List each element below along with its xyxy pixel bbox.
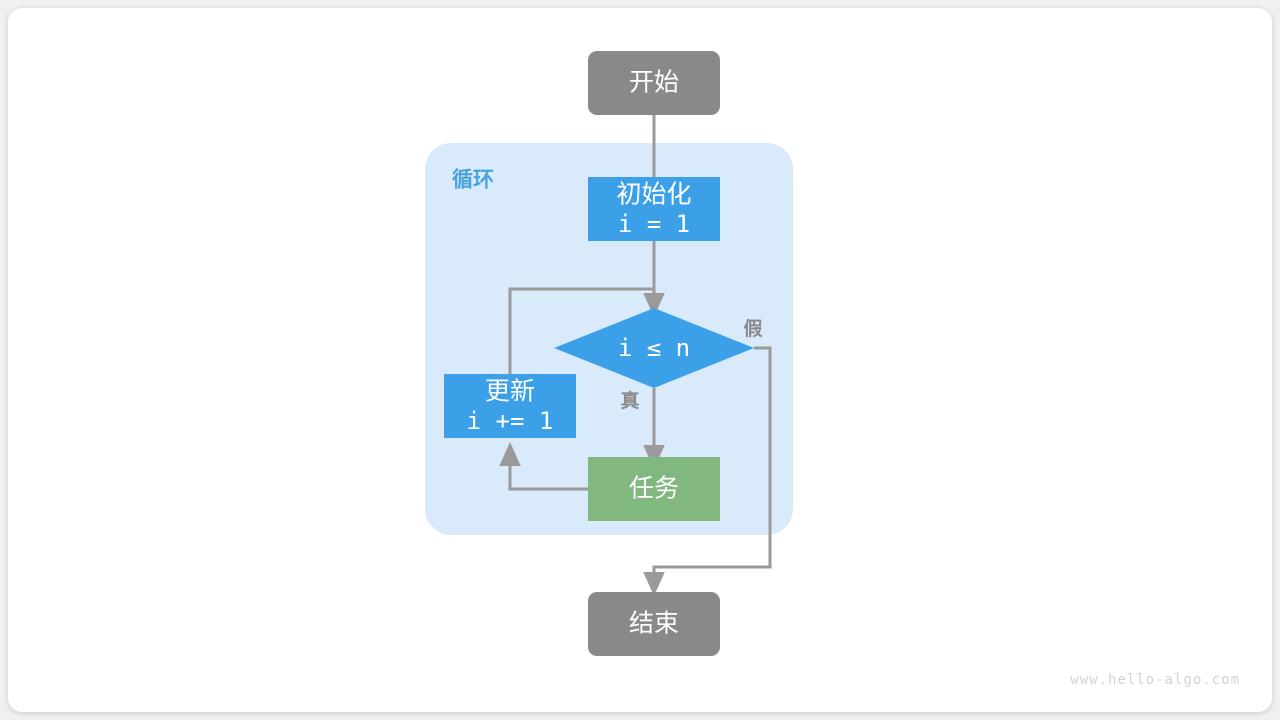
edge-label-false: 假 — [743, 317, 762, 340]
task-node[interactable]: 任务 — [588, 457, 720, 521]
edge-task-to-update — [499, 442, 588, 491]
watermark-text: www.hello-algo.com — [1070, 672, 1240, 688]
start-node-label: 开始 — [629, 69, 679, 97]
update-node-label-line2: i += 1 — [467, 407, 554, 435]
start-node[interactable]: 开始 — [588, 51, 720, 115]
edge-label-true: 真 — [620, 389, 639, 412]
update-node-label-line1: 更新 — [485, 378, 535, 406]
flowchart-canvas: 循环 真 假 开始 — [8, 8, 1272, 712]
init-node[interactable]: 初始化 i = 1 — [588, 177, 720, 241]
edge-update-to-condition — [508, 287, 654, 374]
condition-node-label: i ≤ n — [618, 334, 690, 362]
end-node[interactable]: 结束 — [588, 592, 720, 656]
task-node-label: 任务 — [629, 475, 679, 503]
end-node-label: 结束 — [629, 610, 679, 638]
init-node-label-line2: i = 1 — [618, 210, 690, 238]
condition-node[interactable]: i ≤ n — [554, 308, 754, 388]
diagram-page: 循环 真 假 开始 — [8, 8, 1272, 712]
init-node-label-line1: 初始化 — [616, 181, 691, 209]
loop-group-label: 循环 — [452, 168, 494, 192]
edge-condition-false-to-end — [643, 346, 772, 596]
update-node[interactable]: 更新 i += 1 — [444, 374, 576, 438]
